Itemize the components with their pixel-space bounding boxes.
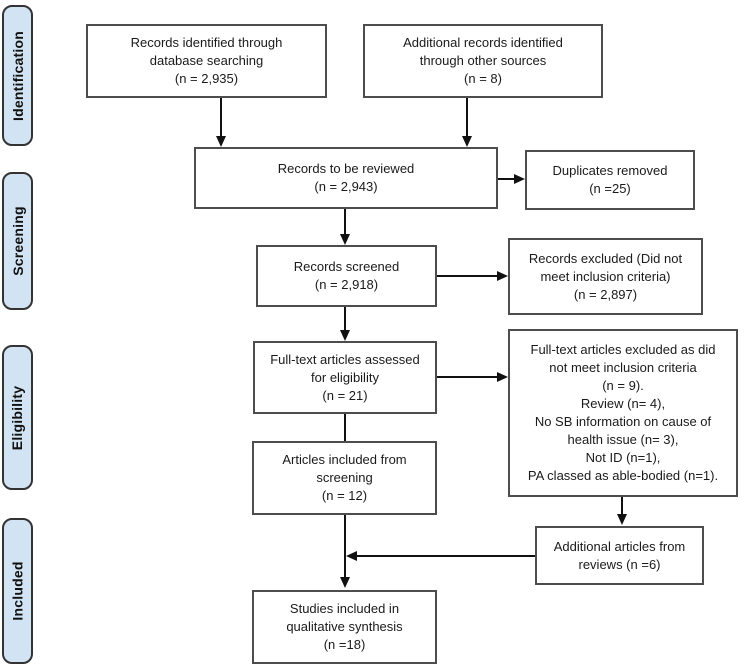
- box-text: Full-text articles excluded as did not m…: [527, 342, 719, 483]
- arrowhead-down-icon: [216, 136, 226, 147]
- box-records-to-review: Records to be reviewed (n = 2,943): [194, 147, 498, 209]
- stage-label-included: Included: [2, 518, 33, 664]
- box-text: Full-text articles assessed for eligibil…: [270, 351, 420, 403]
- arrow-line: [437, 275, 497, 277]
- box-articles-included-screening: Articles included from screening (n = 12…: [252, 441, 437, 515]
- arrowhead-down-icon: [340, 234, 350, 245]
- stage-label-screening: Screening: [2, 172, 33, 310]
- stage-label-eligibility: Eligibility: [2, 345, 33, 490]
- stage-label-text: Eligibility: [9, 385, 26, 450]
- stage-label-text: Screening: [9, 206, 26, 276]
- box-text: Duplicates removed (n =25): [552, 163, 668, 196]
- arrow-line: [344, 307, 346, 330]
- arrow-line: [344, 414, 346, 441]
- stage-label-identification: Identification: [2, 5, 33, 146]
- arrow-line: [498, 178, 514, 180]
- arrow-line: [466, 98, 468, 136]
- box-fulltext-assessed: Full-text articles assessed for eligibil…: [253, 341, 437, 414]
- box-additional-articles-reviews: Additional articles from reviews (n =6): [535, 526, 704, 585]
- arrowhead-right-icon: [514, 174, 525, 184]
- box-studies-included: Studies included in qualitative synthesi…: [252, 590, 437, 664]
- box-duplicates-removed: Duplicates removed (n =25): [525, 150, 695, 210]
- box-records-identified: Records identified through database sear…: [86, 24, 327, 98]
- arrow-line: [344, 515, 346, 577]
- arrowhead-down-icon: [617, 514, 627, 525]
- box-text: Records screened (n = 2,918): [293, 259, 400, 292]
- box-fulltext-excluded: Full-text articles excluded as did not m…: [508, 329, 738, 497]
- arrow-line: [437, 376, 497, 378]
- arrowhead-down-icon: [340, 330, 350, 341]
- arrow-line: [220, 98, 222, 136]
- box-additional-records: Additional records identified through ot…: [363, 24, 603, 98]
- arrow-line: [344, 209, 346, 234]
- box-text: Additional records identified through ot…: [403, 35, 563, 86]
- box-text: Records to be reviewed (n = 2,943): [277, 161, 415, 194]
- arrowhead-right-icon: [497, 271, 508, 281]
- box-text: Additional articles from reviews (n =6): [553, 538, 686, 572]
- arrowhead-down-icon: [340, 577, 350, 588]
- box-text: Articles included from screening (n = 12…: [282, 452, 407, 503]
- arrowhead-down-icon: [462, 136, 472, 147]
- stage-label-text: Identification: [9, 30, 26, 121]
- arrow-line: [621, 497, 623, 514]
- box-text: Records excluded (Did not meet inclusion…: [528, 250, 683, 302]
- stage-label-text: Included: [9, 561, 26, 621]
- arrowhead-left-icon: [346, 551, 357, 561]
- box-text: Records identified through database sear…: [130, 35, 283, 86]
- box-records-excluded: Records excluded (Did not meet inclusion…: [508, 238, 703, 315]
- arrow-line: [357, 555, 535, 557]
- arrowhead-right-icon: [497, 372, 508, 382]
- box-records-screened: Records screened (n = 2,918): [256, 245, 437, 307]
- box-text: Studies included in qualitative synthesi…: [286, 601, 403, 652]
